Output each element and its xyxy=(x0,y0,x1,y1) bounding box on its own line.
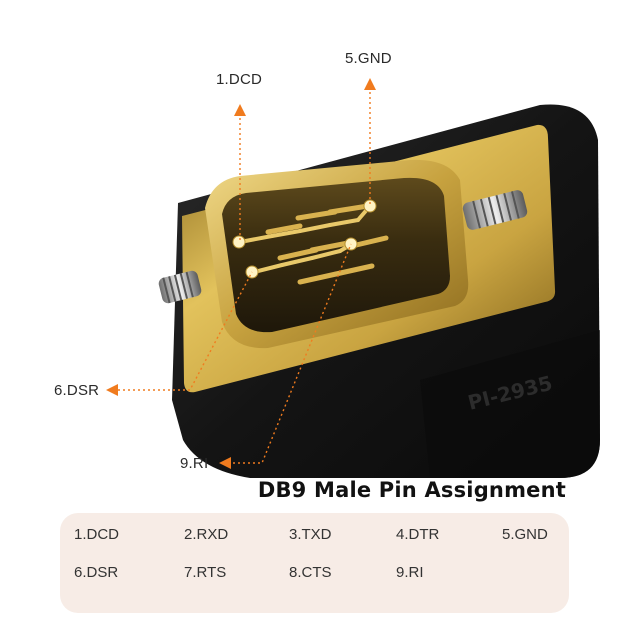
callout-leaders xyxy=(118,92,371,464)
pin-cell: 5.GND xyxy=(502,526,548,543)
pin-cell: 2.RXD xyxy=(184,526,229,543)
callout-dsr-label: 6.DSR xyxy=(54,382,100,399)
db9-connector-illustration: PI-2935 xyxy=(106,78,600,478)
arrow-up-icon xyxy=(234,104,246,116)
pin-cell: 1.DCD xyxy=(74,526,120,543)
arrow-up-icon xyxy=(364,78,376,90)
d-sub-shell xyxy=(205,159,469,349)
arrow-left-icon xyxy=(219,457,231,469)
pin-cell: 8.CTS xyxy=(289,564,332,581)
pin-row: 6.DSR 7.RTS 8.CTS 9.RI xyxy=(60,564,569,584)
callout-gnd-label: 5.GND xyxy=(345,50,392,67)
pin-cell: 3.TXD xyxy=(289,526,332,543)
pin-contacts xyxy=(238,204,372,274)
pin-row: 1.DCD 2.RXD 3.TXD 4.DTR 5.GND xyxy=(60,526,569,546)
pin-cell: 6.DSR xyxy=(74,564,119,581)
pin-assignment-heading: DB9 Male Pin Assignment xyxy=(257,478,566,502)
callout-ri-label: 9.RI xyxy=(180,455,209,472)
arrow-left-icon xyxy=(106,384,118,396)
jack-screw-left xyxy=(158,270,202,304)
pin-cell: 7.RTS xyxy=(184,564,227,581)
callout-arrows xyxy=(106,78,376,469)
pin-cell: 4.DTR xyxy=(396,526,440,543)
jack-screw-right xyxy=(462,190,528,230)
callout-dcd-label: 1.DCD xyxy=(216,71,263,88)
pin-rods xyxy=(265,203,389,285)
pin-assignment-table: 1.DCD 2.RXD 3.TXD 4.DTR 5.GND 6.DSR 7.RT… xyxy=(60,513,569,613)
pin-cell: 9.RI xyxy=(396,564,424,581)
